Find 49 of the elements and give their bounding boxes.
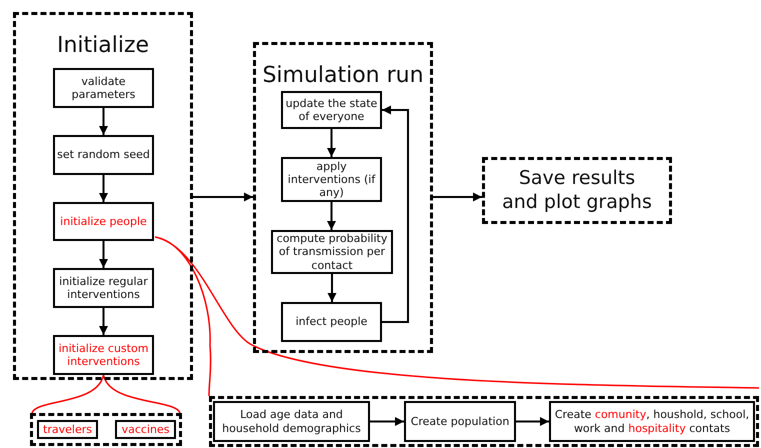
dashed-group-box bbox=[253, 42, 433, 353]
node-text: update the state of everyone bbox=[285, 96, 378, 124]
process-box bbox=[37, 420, 98, 439]
process-box bbox=[213, 401, 370, 442]
node-text: Save results and plot graphs bbox=[501, 166, 653, 214]
dashed-group-box bbox=[209, 396, 759, 447]
process-box bbox=[53, 202, 154, 241]
process-box bbox=[53, 335, 154, 375]
node-text: initialize regular interventions bbox=[58, 274, 149, 302]
arrow bbox=[193, 192, 253, 202]
process-box bbox=[281, 157, 382, 202]
arrow bbox=[99, 108, 108, 135]
node-text: validate parameters bbox=[70, 74, 136, 102]
arrow bbox=[433, 192, 482, 202]
dashed-process-box bbox=[482, 157, 672, 224]
node-text: compute probability of transmission per contact bbox=[276, 232, 388, 272]
node-text: travelers bbox=[43, 422, 92, 436]
arrow bbox=[99, 308, 108, 335]
node-text: Load age data and household demographics bbox=[221, 408, 362, 435]
node-text: set random seed bbox=[57, 148, 150, 162]
process-box bbox=[281, 302, 382, 342]
arrow bbox=[370, 417, 404, 426]
node-text: Create population bbox=[410, 414, 510, 428]
arrow bbox=[382, 106, 409, 323]
group-title: Initialize bbox=[56, 33, 150, 60]
process-box bbox=[404, 401, 516, 442]
process-box bbox=[53, 135, 154, 175]
arrow bbox=[327, 202, 336, 230]
dashed-group-box bbox=[13, 12, 193, 380]
node-text: initialize custom interventions bbox=[58, 342, 150, 368]
node-text: apply interventions (if any) bbox=[286, 160, 376, 200]
node-text: Create comunity, houshold, school, work and hospitality contats bbox=[554, 408, 750, 435]
arrow bbox=[99, 175, 108, 202]
process-box bbox=[549, 401, 755, 442]
arrow bbox=[327, 129, 336, 157]
process-box bbox=[53, 268, 154, 308]
group-title: Simulation run bbox=[262, 63, 424, 90]
process-box bbox=[115, 420, 176, 439]
node-text: infect people bbox=[296, 315, 368, 329]
arrow bbox=[328, 274, 336, 302]
callout-curve bbox=[31, 374, 181, 414]
callout-curve bbox=[154, 236, 760, 397]
node-text: initialize people bbox=[60, 214, 147, 228]
process-box bbox=[281, 91, 382, 129]
arrow bbox=[516, 417, 549, 426]
process-box bbox=[53, 68, 154, 108]
node-text: vaccines bbox=[122, 422, 170, 436]
dashed-group-box bbox=[30, 413, 182, 446]
arrow bbox=[99, 241, 108, 268]
